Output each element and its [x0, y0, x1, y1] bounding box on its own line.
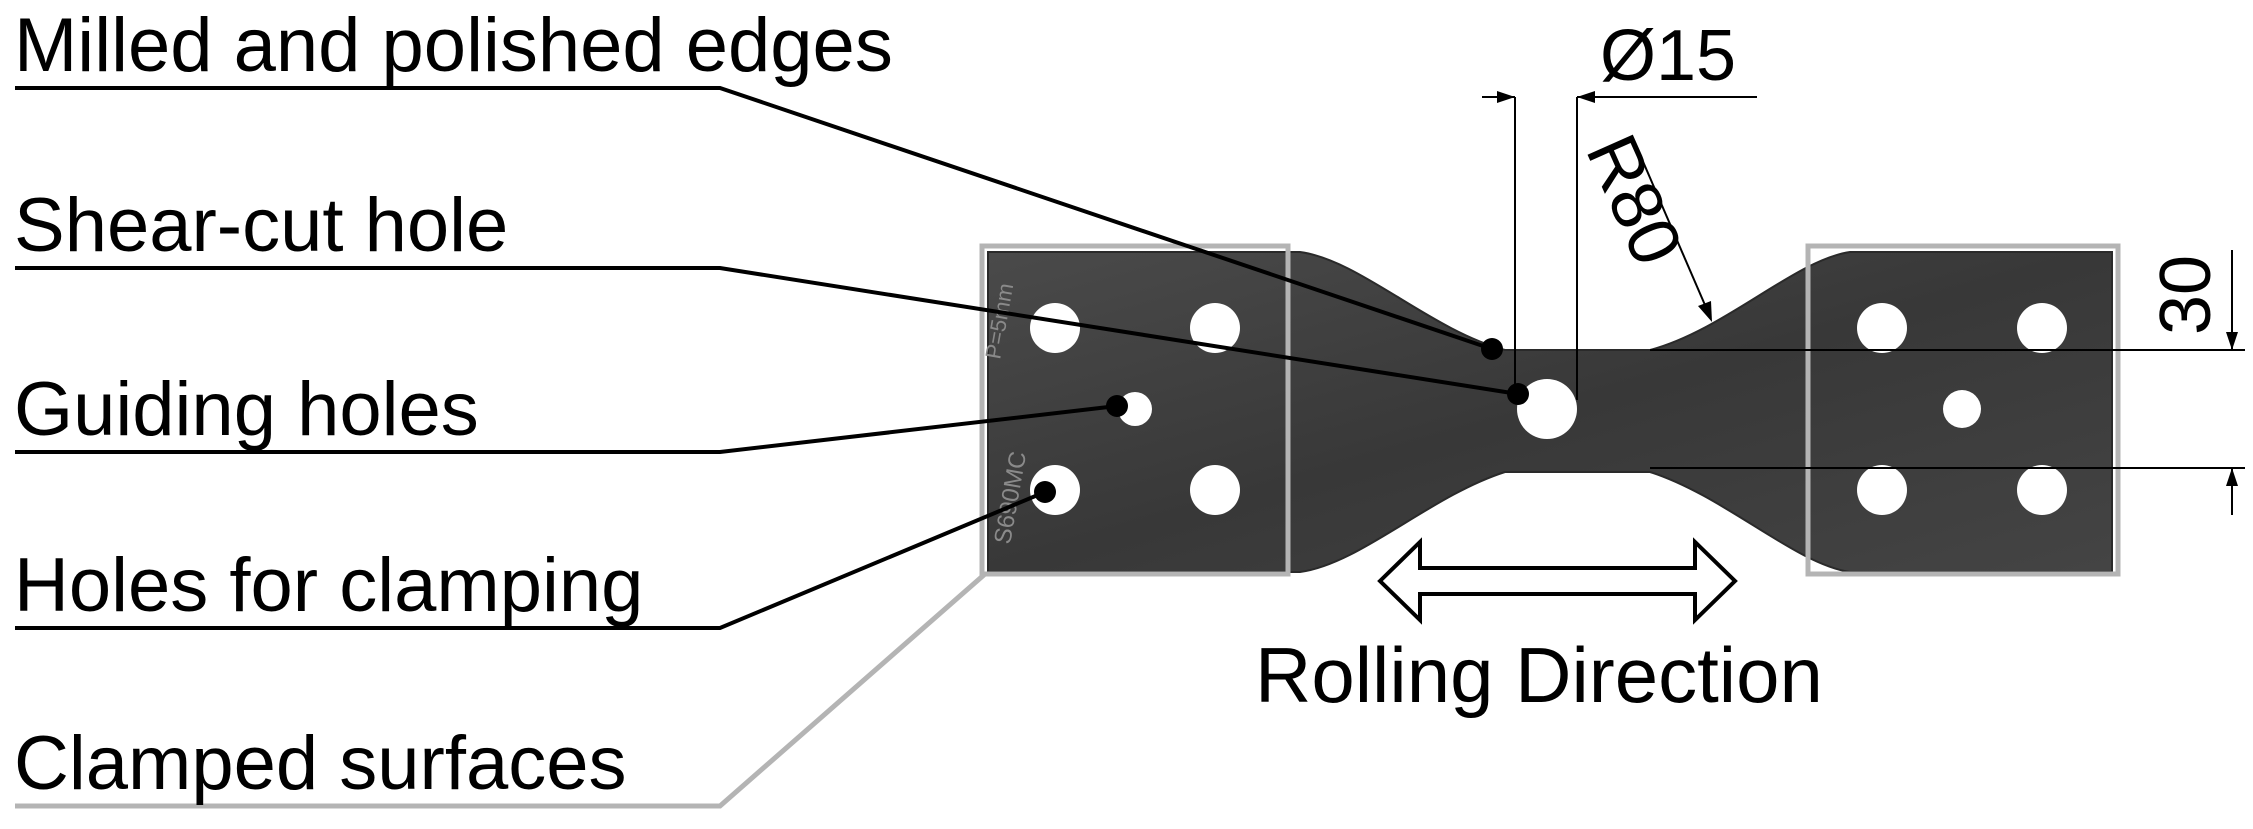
leader-dot	[1507, 383, 1529, 405]
leader-dot	[1034, 481, 1056, 503]
clamp-outline-right	[1805, 243, 2121, 577]
label-clamped-surfaces: Clamped surfaces	[14, 721, 627, 806]
dimension-diameter	[1482, 91, 1757, 400]
label-milled-edges: Milled and polished edges	[14, 3, 893, 88]
label-clamping-holes: Holes for clamping	[14, 543, 644, 628]
shear-cut-hole	[1517, 379, 1577, 439]
clamping-hole	[2017, 303, 2067, 353]
clamping-hole	[1857, 465, 1907, 515]
clamp-outline-left	[979, 243, 1291, 577]
leader-milled-edges	[15, 86, 1493, 351]
dimension-radius	[1637, 149, 1712, 322]
leader-guiding-holes	[15, 404, 1118, 454]
clamping-hole	[1857, 303, 1907, 353]
label-shear-cut-hole: Shear-cut hole	[14, 183, 509, 268]
clamping-hole	[2017, 465, 2067, 515]
leader-shear-cut-hole	[15, 266, 1519, 396]
leader-dot	[1481, 338, 1503, 360]
rolling-direction-label: Rolling Direction	[1255, 631, 1823, 719]
clamping-hole	[1190, 303, 1240, 353]
leader-lines	[15, 86, 1519, 630]
leader-clamping-holes	[15, 490, 1046, 630]
leader-clamped-surfaces	[15, 572, 987, 809]
clamping-hole	[1190, 465, 1240, 515]
dimension-width-label: 30	[2146, 254, 2226, 335]
clamping-hole	[1030, 303, 1080, 353]
label-guiding-holes: Guiding holes	[14, 367, 479, 452]
dimension-diameter-label: Ø15	[1600, 16, 1737, 96]
guiding-hole	[1943, 390, 1981, 428]
leader-dot	[1106, 395, 1128, 417]
dimension-width	[1650, 250, 2245, 515]
rolling-direction-arrow	[1377, 537, 1738, 625]
